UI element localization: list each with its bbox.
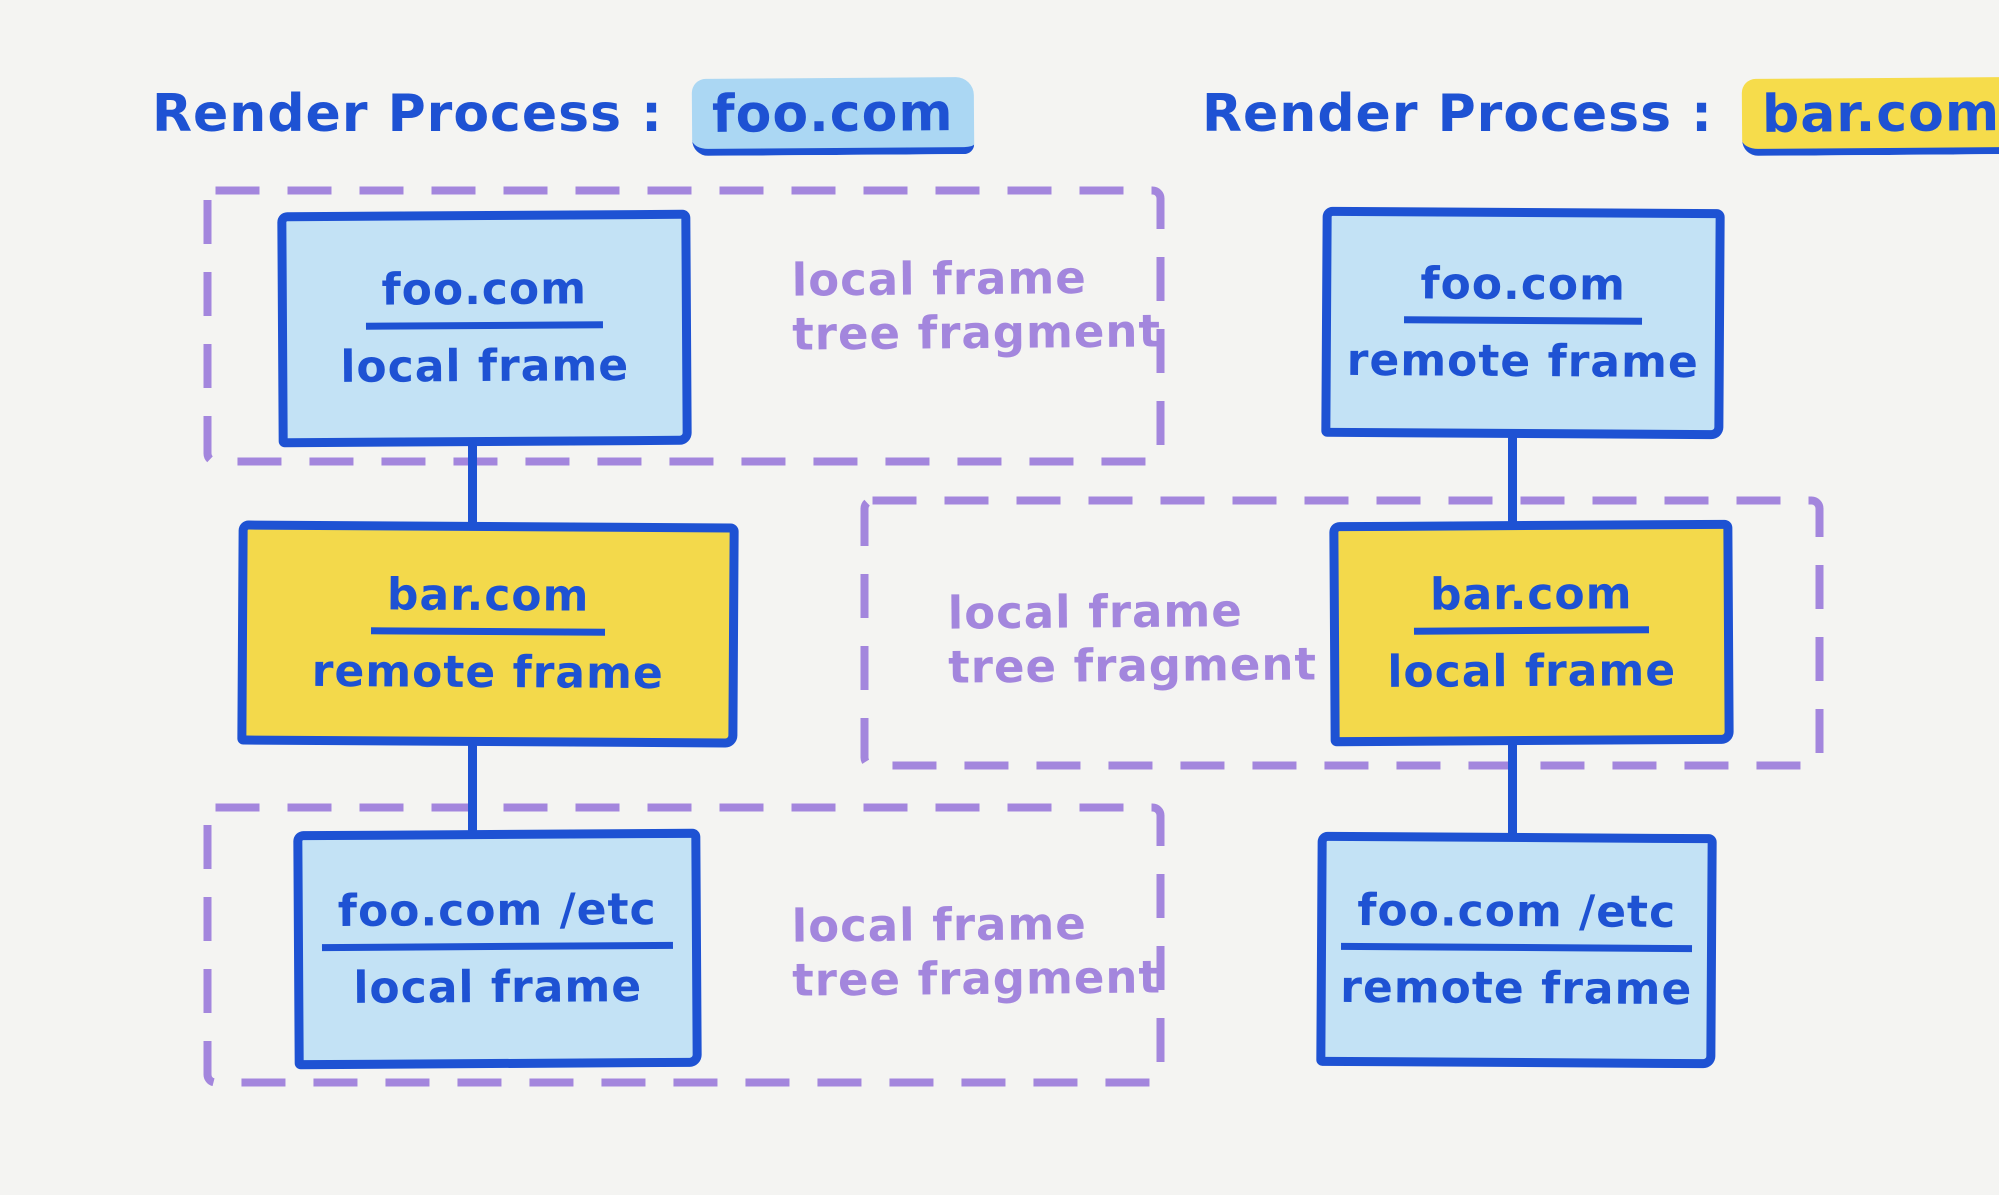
- frame-node-foo-etc-local: foo.com /etc local frame: [293, 828, 702, 1070]
- title-prefix: Render Process :: [1202, 84, 1713, 144]
- frame-type-label: remote frame: [1340, 961, 1693, 1015]
- title-prefix: Render Process :: [152, 84, 663, 144]
- frame-node-foo-remote: foo.com remote frame: [1321, 206, 1725, 440]
- fragment-label: local frame tree fragment: [791, 897, 1162, 1007]
- render-process-title-foo: Render Process : foo.com: [152, 77, 974, 156]
- render-process-title-bar: Render Process : bar.com: [1202, 77, 1999, 156]
- fragment-label: local frame tree fragment: [791, 251, 1162, 361]
- frame-domain-label: bar.com: [1413, 568, 1649, 635]
- local-frame-tree-boundary-bottom-left: [203, 803, 1165, 1087]
- tree-edge-connector: [1508, 740, 1517, 838]
- tree-edge-connector: [1508, 430, 1517, 526]
- frame-type-label: local frame: [340, 340, 630, 393]
- frame-domain-label: foo.com /etc: [321, 884, 673, 951]
- local-frame-tree-boundary-right: [860, 496, 1824, 770]
- frame-node-foo-local: foo.com local frame: [277, 209, 692, 448]
- frame-domain-label: bar.com: [370, 569, 606, 636]
- frame-type-label: local frame: [1387, 644, 1677, 698]
- frame-domain-label: foo.com /etc: [1341, 885, 1693, 952]
- highlighted-domain-bar: bar.com: [1741, 77, 1999, 156]
- tree-edge-connector: [468, 738, 477, 836]
- fragment-label: local frame tree fragment: [947, 584, 1318, 694]
- frame-type-label: local frame: [353, 960, 643, 1014]
- frame-node-foo-etc-remote: foo.com /etc remote frame: [1316, 831, 1717, 1069]
- frame-type-label: remote frame: [1346, 334, 1699, 388]
- tree-edge-connector: [468, 438, 477, 530]
- highlighted-domain-foo: foo.com: [691, 77, 974, 156]
- frame-node-bar-local: bar.com local frame: [1329, 519, 1734, 747]
- frame-node-bar-remote: bar.com remote frame: [237, 520, 739, 748]
- frame-type-label: remote frame: [311, 645, 664, 699]
- frame-domain-label: foo.com: [1404, 258, 1643, 325]
- local-frame-tree-boundary-top-left: [203, 186, 1165, 466]
- frame-domain-label: foo.com: [365, 263, 604, 330]
